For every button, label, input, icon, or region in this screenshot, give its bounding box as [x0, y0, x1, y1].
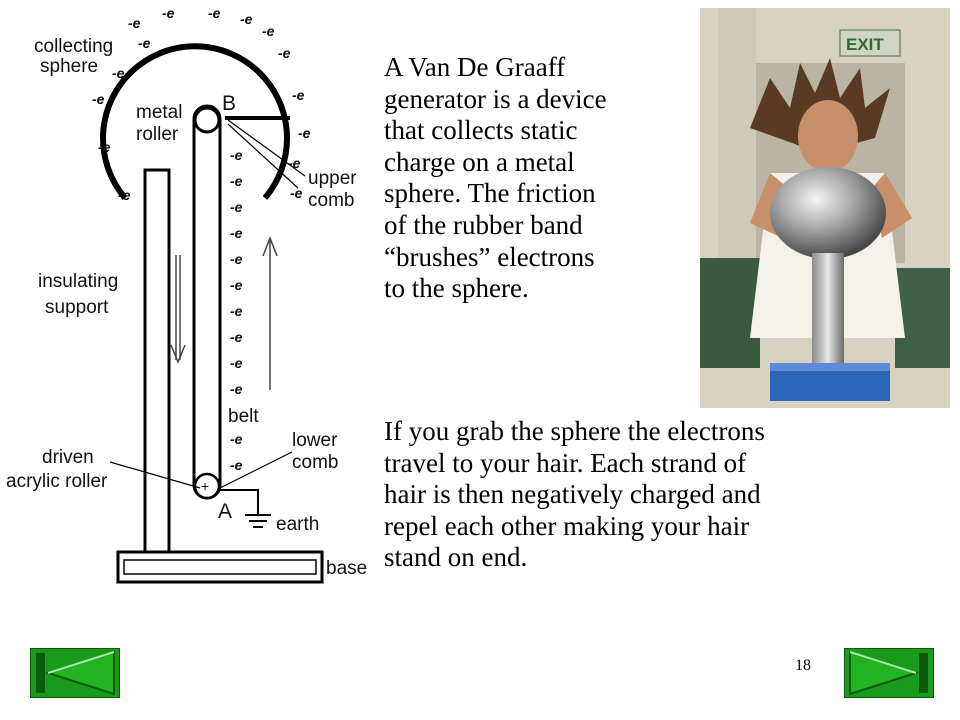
label-lower: lower	[292, 430, 338, 451]
down-arrow	[170, 255, 186, 364]
label-driven: driven	[42, 447, 94, 468]
upper-comb-pointer	[227, 123, 299, 189]
label-b: B	[222, 92, 236, 115]
label-roller: roller	[136, 124, 179, 145]
insulating-support-column	[143, 168, 171, 557]
charge-label: -e	[230, 303, 243, 319]
label-comb-upper: comb	[308, 190, 354, 211]
plus-sign: +	[201, 478, 209, 494]
charge-label: -e	[230, 431, 243, 447]
charge-label: -e	[138, 35, 151, 51]
charge-label: -e	[128, 15, 141, 31]
bar-icon	[36, 653, 45, 693]
label-comb-lower: comb	[292, 452, 338, 473]
charge-label: -e	[230, 355, 243, 371]
charge-label: -e	[230, 329, 243, 345]
up-arrow	[262, 235, 278, 390]
charge-label: -e	[278, 45, 291, 61]
label-earth: earth	[276, 514, 319, 535]
charge-label: -e	[230, 381, 243, 397]
charge-label: -e	[240, 11, 253, 27]
charge-label: -e	[162, 5, 175, 21]
charge-label: -e	[118, 187, 131, 203]
next-slide-button[interactable]	[844, 648, 934, 698]
metal-roller	[193, 106, 221, 134]
charge-label: -e	[208, 5, 221, 21]
earth-ground-symbol	[220, 489, 271, 528]
slide-number: 18	[795, 657, 811, 674]
explanation-paragraph: If you grab the sphere the electrons tra…	[384, 416, 765, 573]
label-belt: belt	[228, 406, 259, 427]
label-collecting: collecting	[34, 36, 113, 57]
charge-label: -e	[112, 65, 125, 81]
charge-label: -e	[262, 23, 275, 39]
charge-label: -e	[230, 251, 243, 267]
charge-label: -e	[98, 139, 111, 155]
label-base: base	[326, 558, 367, 579]
exit-sign-text: EXIT	[846, 35, 884, 54]
base-inner	[123, 559, 317, 575]
charge-label: -e	[230, 199, 243, 215]
label-sphere: sphere	[40, 56, 98, 77]
metal-sphere	[770, 167, 886, 259]
label-a: A	[218, 500, 232, 523]
belt	[192, 104, 222, 500]
lower-comb-pointer	[219, 451, 293, 489]
charge-labels: -e -e -e -e -e -e -e -e -e -e -e -e -e -…	[92, 5, 311, 473]
charge-label: -e	[230, 457, 243, 473]
label-upper: upper	[308, 168, 357, 189]
van-de-graaff-diagram: + collecting sphere metal roller B upper…	[6, 5, 367, 584]
driven-roller-pointer	[109, 461, 201, 489]
face	[798, 100, 858, 172]
bar-icon	[919, 653, 928, 693]
forward-arrow-icon	[849, 650, 920, 696]
charge-label: -e	[230, 147, 243, 163]
back-arrow-icon	[44, 650, 115, 696]
description-paragraph: A Van De Graaff generator is a device th…	[384, 52, 607, 304]
charge-label: -e	[292, 87, 305, 103]
charge-label: -e	[230, 173, 243, 189]
charge-label: -e	[92, 91, 105, 107]
collecting-sphere	[100, 43, 290, 200]
charge-label: -e	[288, 155, 301, 171]
previous-slide-button[interactable]	[30, 648, 120, 698]
green-bins	[700, 258, 760, 368]
generator-column	[812, 253, 844, 378]
photo-door-frame	[718, 8, 756, 268]
charge-label: -e	[298, 125, 311, 141]
upper-comb-pointer-2	[227, 119, 306, 177]
exit-sign	[839, 29, 901, 57]
bin-right	[895, 268, 950, 368]
charge-label: -e	[290, 185, 303, 201]
girl-hair-standing-photo: EXIT	[700, 8, 950, 408]
generator-base-top	[770, 363, 890, 371]
label-support: support	[45, 297, 109, 318]
label-acrylic-roller: acrylic roller	[6, 471, 108, 492]
label-metal: metal	[136, 102, 182, 123]
label-insulating: insulating	[38, 271, 118, 292]
charge-label: -e	[230, 225, 243, 241]
charge-label: -e	[230, 277, 243, 293]
